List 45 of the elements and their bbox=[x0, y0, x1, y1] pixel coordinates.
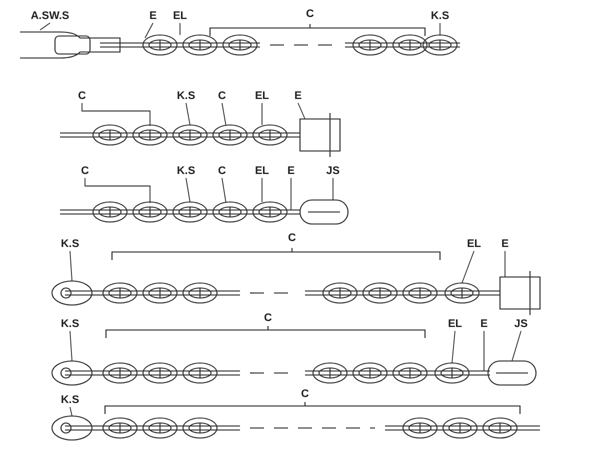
part-label: EL bbox=[172, 10, 188, 23]
part-label: C bbox=[218, 165, 226, 178]
part-label: C bbox=[301, 388, 309, 401]
leader-line bbox=[222, 102, 226, 126]
leader-line bbox=[298, 102, 306, 120]
part-label: C bbox=[218, 90, 226, 103]
part-label: EL bbox=[254, 165, 270, 178]
part-label: E bbox=[287, 165, 295, 178]
part-label: K.S bbox=[176, 165, 196, 178]
leader-line bbox=[504, 250, 506, 278]
part-label: E bbox=[149, 10, 157, 23]
part-label: EL bbox=[448, 318, 462, 331]
leader-line bbox=[452, 330, 456, 364]
part-label: K.S bbox=[176, 90, 196, 103]
leader-line bbox=[84, 178, 150, 204]
part-label: K.S bbox=[430, 10, 450, 23]
part-label: C bbox=[78, 90, 86, 103]
part-label: E bbox=[294, 90, 302, 103]
leader-line bbox=[40, 22, 50, 30]
leader-line bbox=[462, 250, 474, 284]
leader-line bbox=[70, 250, 72, 282]
part-label: K.S bbox=[60, 394, 80, 407]
leader-line bbox=[290, 178, 292, 210]
leader-line bbox=[186, 178, 190, 202]
leader-line bbox=[82, 102, 150, 126]
part-label: K.S bbox=[60, 238, 80, 251]
leader-line bbox=[70, 330, 72, 362]
part-label: JS bbox=[514, 318, 528, 331]
leader-line bbox=[186, 102, 190, 126]
leader-line bbox=[70, 406, 72, 416]
part-label: C bbox=[264, 312, 272, 325]
leader-line bbox=[512, 330, 522, 362]
part-label: C bbox=[288, 232, 296, 245]
part-label: EL bbox=[466, 238, 482, 251]
part-label: E bbox=[501, 238, 509, 251]
leader-line bbox=[332, 178, 334, 200]
part-label: C bbox=[306, 8, 314, 21]
part-label: A.SW.S bbox=[30, 10, 70, 23]
part-label: EL bbox=[254, 90, 270, 103]
part-label: K.S bbox=[60, 318, 80, 331]
leader-line bbox=[144, 22, 154, 38]
part-label: C bbox=[81, 165, 89, 178]
part-label: E bbox=[480, 318, 488, 331]
leader-line bbox=[222, 178, 226, 204]
part-label: JS bbox=[326, 165, 340, 178]
